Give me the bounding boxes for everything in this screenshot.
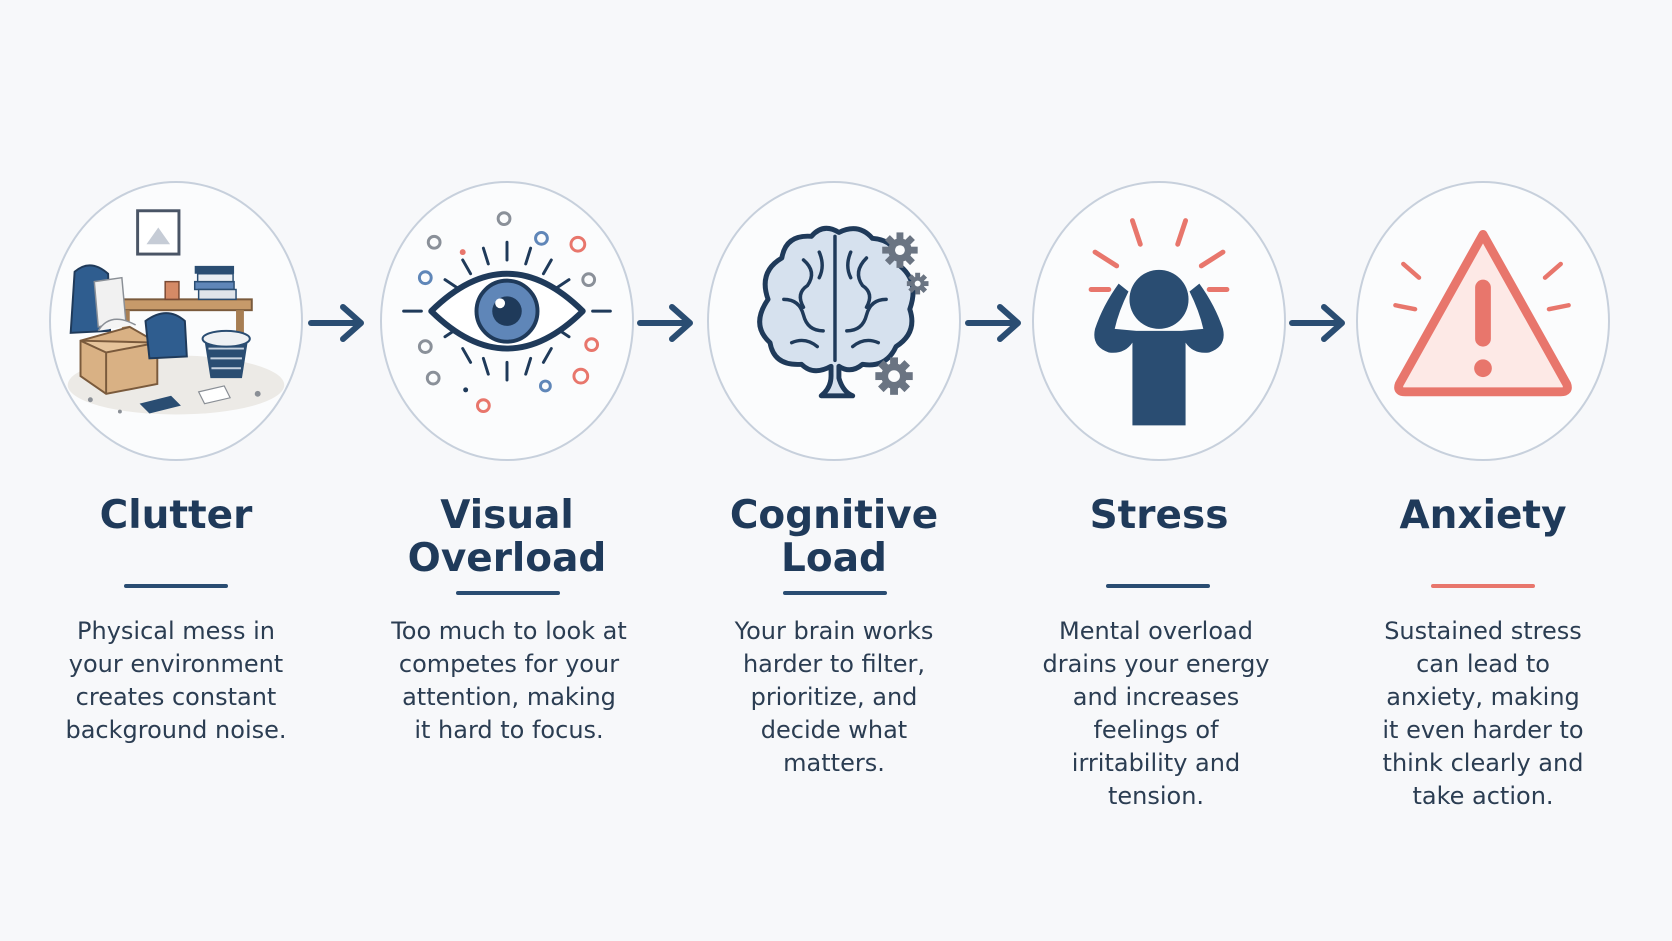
step-description-visual-overload: Too much to look at competes for your at… xyxy=(391,617,627,744)
brain-gears-icon xyxy=(757,225,929,399)
step-description-stress: Mental overload drains your energy and i… xyxy=(1042,617,1270,810)
step-title-visual-overload: Visual Overload xyxy=(407,493,607,581)
warning-triangle-icon xyxy=(1393,229,1572,397)
anxiety-circle xyxy=(1356,181,1610,461)
step-description-clutter: Physical mess in your environment create… xyxy=(65,617,287,744)
step-title-cognitive-load: Cognitive Load xyxy=(729,493,939,581)
step-description-anxiety: Sustained stress can lead to anxiety, ma… xyxy=(1382,617,1584,810)
step-title-anxiety: Anxiety xyxy=(1399,493,1567,538)
title-underline-warning xyxy=(1431,584,1535,588)
arrow-right-icon xyxy=(637,304,693,342)
title-underline xyxy=(124,584,228,588)
title-underline xyxy=(783,591,887,595)
step-description-cognitive-load: Your brain works harder to filter, prior… xyxy=(734,617,934,777)
title-underline xyxy=(1106,584,1210,588)
title-underline xyxy=(456,591,560,595)
arrow-right-icon xyxy=(965,304,1021,342)
visual-overload-circle xyxy=(380,181,634,461)
eye-icon xyxy=(402,211,612,414)
arrow-right-icon xyxy=(308,304,364,342)
stress-circle xyxy=(1032,181,1286,461)
arrow-right-icon xyxy=(1289,304,1345,342)
cluttered-room-illustration-icon xyxy=(67,209,285,415)
step-title-clutter: Clutter xyxy=(99,493,253,538)
step-title-stress: Stress xyxy=(1089,493,1229,538)
clutter-circle xyxy=(49,181,303,461)
stressed-person-icon xyxy=(1088,218,1230,426)
cognitive-load-circle xyxy=(707,181,961,461)
